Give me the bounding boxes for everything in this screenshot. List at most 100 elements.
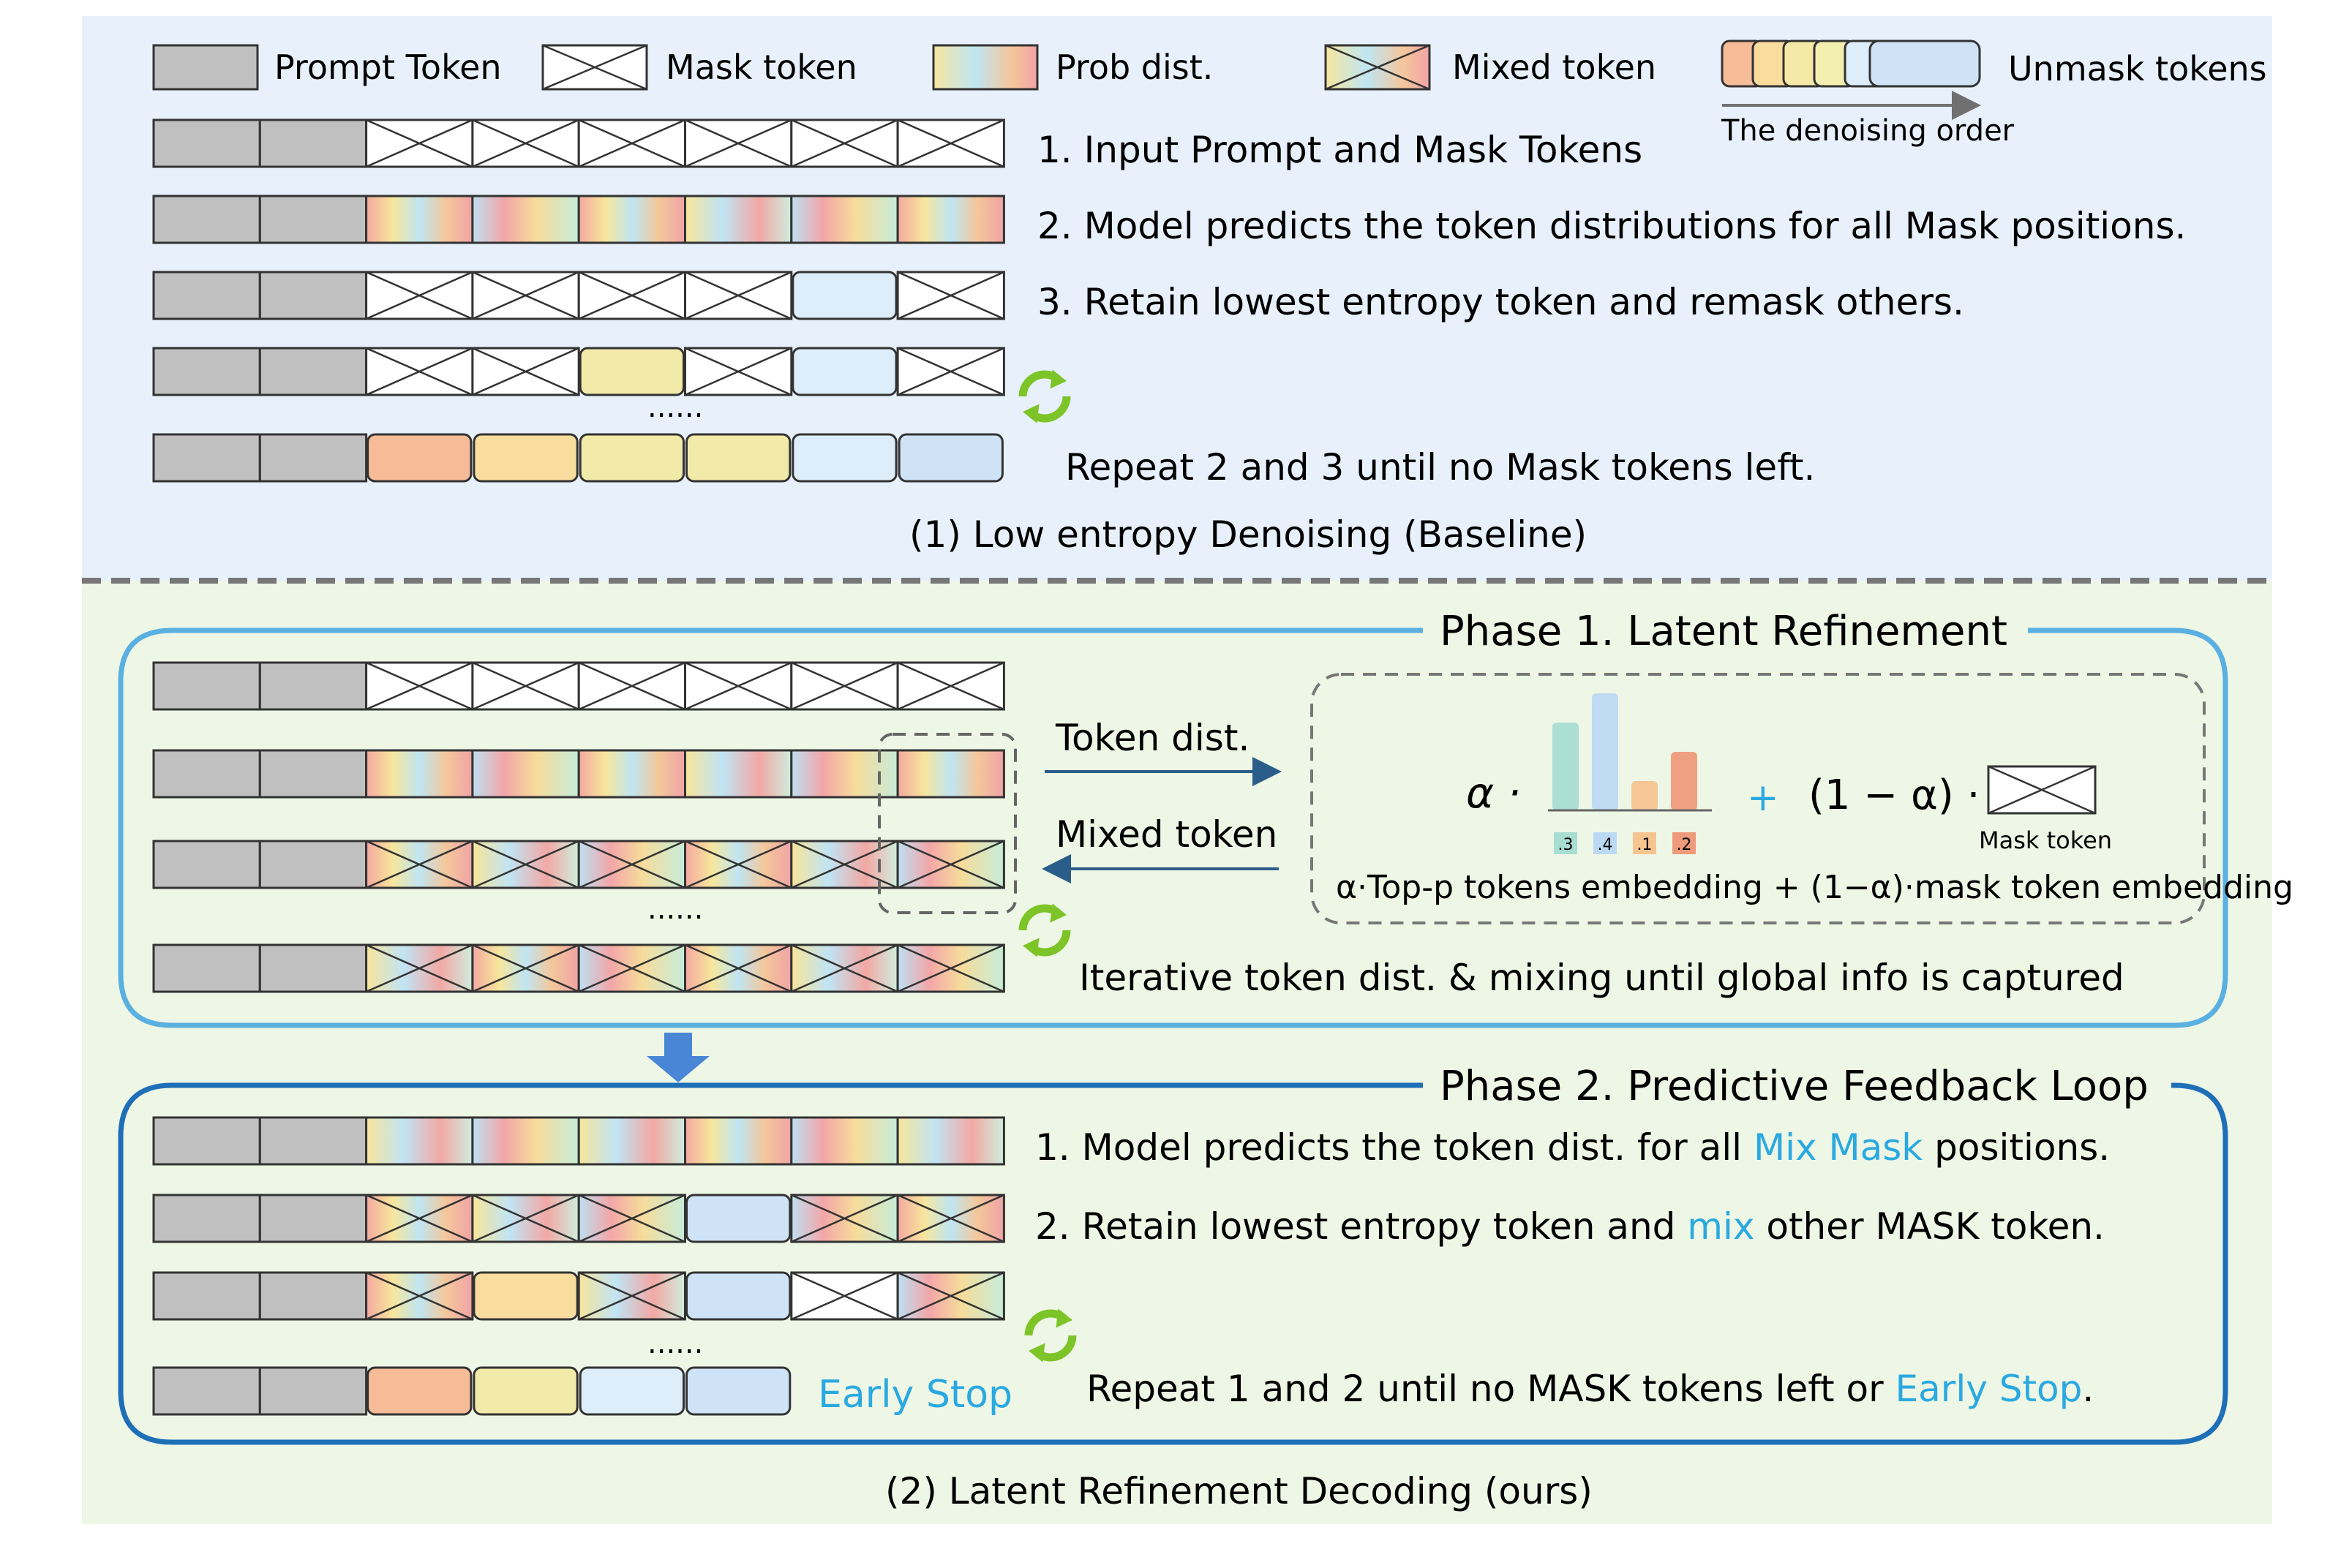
formula-bar-label: .1 — [1637, 836, 1653, 854]
token-cell — [577, 1271, 687, 1321]
token-cell — [367, 433, 473, 483]
token-cell — [365, 347, 474, 396]
legend-mixed-swatch — [1324, 44, 1431, 91]
legend-mixed-label: Mixed token — [1452, 48, 1656, 87]
token-cell — [365, 749, 474, 799]
baseline-row-4 — [152, 347, 1005, 396]
baseline-caption: (1) Low entropy Denoising (Baseline) — [909, 513, 1587, 556]
token-cell — [896, 661, 1005, 711]
baseline-dots: ...... — [647, 391, 703, 424]
phase2-repeat: Repeat 1 and 2 until no MASK tokens left… — [1086, 1368, 2094, 1410]
token-cell — [684, 840, 793, 889]
formula-bar-label: .3 — [1558, 836, 1574, 854]
token-cell — [792, 347, 898, 396]
formula-caption: α·Top-p tokens embedding + (1−α)·mask to… — [1336, 869, 2293, 906]
phase1-iterative: Iterative token dist. & mixing until glo… — [1079, 957, 2124, 999]
token-cell — [685, 1194, 792, 1243]
token-cell — [473, 1271, 579, 1321]
phase1-title: Phase 1. Latent Refinement — [1440, 608, 2007, 655]
legend-prompt-swatch — [152, 44, 259, 91]
token-cell — [896, 1116, 1005, 1166]
token-cell — [258, 1271, 368, 1321]
phase2-row-1 — [152, 1116, 1005, 1166]
phase1-dots: ...... — [647, 892, 703, 926]
token-cell — [258, 433, 368, 483]
token-cell — [896, 1271, 1005, 1321]
formula-one-minus: (1 − α) · — [1808, 772, 1980, 819]
token-cell — [684, 118, 793, 168]
token-cell — [896, 943, 1005, 993]
legend-prompt-label: Prompt Token — [274, 48, 502, 87]
token-cell — [152, 1116, 261, 1166]
token-cell — [365, 1194, 474, 1243]
token-cell — [684, 271, 793, 320]
token-cell — [790, 749, 899, 799]
token-cell — [896, 1194, 1005, 1243]
phase1-row-2 — [152, 749, 1005, 799]
formula-bar — [1552, 723, 1579, 810]
phase1-frame — [118, 627, 2228, 1028]
token-cell — [790, 1271, 899, 1321]
token-cell — [896, 840, 1005, 889]
token-cell — [152, 943, 261, 993]
token-cell — [579, 347, 685, 396]
baseline-row-5 — [152, 433, 1004, 483]
token-cell — [258, 1194, 368, 1243]
token-cell — [898, 433, 1004, 483]
formula-bar-label-bg — [1633, 832, 1656, 854]
token-cell — [896, 195, 1005, 244]
phase1-cycle-icon — [1018, 903, 1071, 957]
baseline-row-1 — [152, 118, 1005, 168]
token-cell — [152, 347, 261, 396]
phase1-row-4 — [152, 943, 1005, 993]
token-cell — [365, 661, 474, 711]
token-cell — [365, 840, 474, 889]
token-cell — [258, 195, 368, 244]
token-cell — [577, 1194, 687, 1243]
token-cell — [258, 347, 368, 396]
token-cell — [577, 271, 687, 320]
legend-order-label: The denoising order — [1721, 114, 2015, 148]
token-cell — [152, 749, 261, 799]
baseline-row-2 — [152, 195, 1005, 244]
token-cell — [152, 195, 261, 244]
token-cell — [365, 118, 474, 168]
token-cell — [152, 118, 261, 168]
token-cell — [258, 1366, 368, 1416]
token-cell — [577, 195, 687, 244]
legend: Prompt Token Mask token Prob dist. Mixed… — [152, 39, 2267, 148]
baseline-step1: 1. Input Prompt and Mask Tokens — [1037, 129, 1642, 171]
token-cell — [152, 1271, 261, 1321]
token-cell — [684, 195, 793, 244]
token-cell — [790, 661, 899, 711]
legend-unmask-label: Unmask tokens — [2008, 49, 2267, 88]
token-cell — [471, 661, 580, 711]
phase2-step2: 2. Retain lowest entropy token and mix o… — [1035, 1205, 2105, 1248]
token-cell — [685, 433, 792, 483]
token-cell — [792, 433, 898, 483]
token-cell — [365, 195, 474, 244]
token-cell — [365, 1116, 474, 1166]
legend-prob-label: Prob dist. — [1056, 48, 1213, 87]
token-cell — [367, 1366, 473, 1416]
token-cell — [152, 1366, 261, 1416]
token-cell — [258, 1116, 368, 1166]
token-cell — [152, 661, 261, 711]
baseline-step3: 3. Retain lowest entropy token and remas… — [1037, 281, 1964, 323]
token-cell — [790, 195, 899, 244]
token-cell — [684, 943, 793, 993]
phase1-row-1 — [152, 661, 1005, 711]
phase2-dots: ...... — [647, 1327, 703, 1360]
token-cell — [258, 661, 368, 711]
formula-box — [1310, 673, 2206, 924]
token-cell — [896, 271, 1005, 320]
token-cell — [152, 840, 261, 889]
token-cell — [577, 661, 687, 711]
token-cell — [790, 840, 899, 889]
token-cell — [258, 118, 368, 168]
token-cell — [684, 661, 793, 711]
token-cell — [790, 1194, 899, 1243]
formula-bar-label: .2 — [1677, 836, 1692, 854]
phase2-row-4 — [152, 1366, 792, 1416]
token-cell — [896, 749, 1005, 799]
